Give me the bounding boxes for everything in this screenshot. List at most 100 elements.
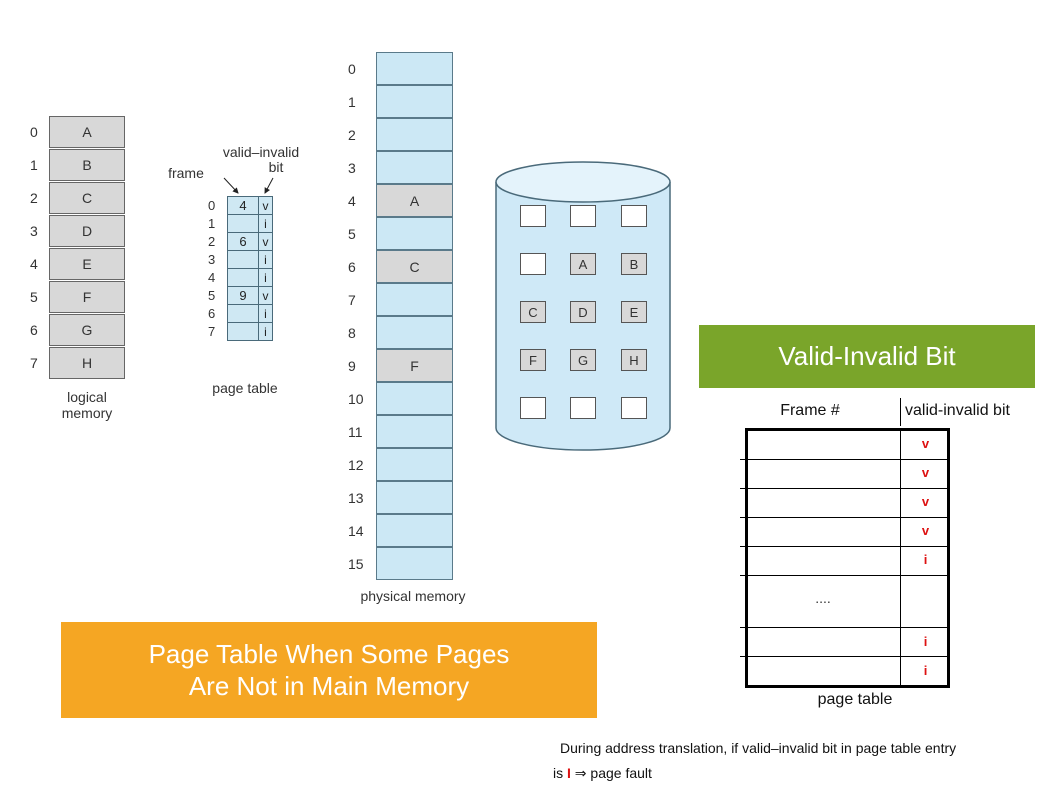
logical-page-index: 3	[30, 223, 38, 239]
physical-frame-cell	[376, 283, 453, 316]
page-table-index: 4	[208, 270, 216, 285]
physical-frame-index: 4	[348, 193, 356, 209]
page-table-row: i	[227, 322, 273, 341]
disk-block	[570, 397, 596, 419]
right-table-row	[745, 547, 950, 576]
disk-block	[570, 205, 596, 227]
logical-page-cell: A	[49, 116, 125, 148]
banner-left-line2: Are Not in Main Memory	[188, 671, 470, 701]
page-table-bit: v	[262, 288, 269, 303]
disk-block	[621, 205, 647, 227]
logical-page-index: 2	[30, 190, 38, 206]
logical-memory-label-line1: logical	[67, 389, 107, 405]
row-tick	[740, 656, 746, 657]
page-table-index: 7	[208, 324, 216, 339]
right-table-bit: v	[921, 523, 930, 538]
physical-frame-cell	[376, 547, 453, 580]
page-table-row: i	[227, 304, 273, 323]
page-table-index: 6	[208, 306, 216, 321]
physical-frame-index: 1	[348, 94, 356, 110]
row-tick	[740, 488, 746, 489]
logical-page-index: 7	[30, 355, 38, 371]
logical-page-index: 5	[30, 289, 38, 305]
page-table-bit: i	[264, 306, 267, 321]
footnote-line1: During address translation, if valid–inv…	[560, 740, 957, 756]
physical-memory-caption: physical memory	[360, 588, 466, 604]
page-table-bit: i	[264, 252, 267, 267]
right-table-row	[745, 431, 950, 460]
physical-frame-index: 15	[348, 556, 364, 572]
valid-invalid-bit-banner: Valid-Invalid Bit	[699, 325, 1035, 388]
disk-block: C	[520, 301, 546, 323]
physical-frame-index: 10	[348, 391, 364, 407]
page-table-frame: 6	[228, 233, 259, 250]
page-table-frame	[228, 323, 259, 340]
page-table-right-caption: page table	[817, 691, 893, 708]
page-table-row: i	[227, 268, 273, 287]
physical-frame-cell	[376, 151, 453, 184]
disk-block: B	[621, 253, 647, 275]
physical-frame-cell	[376, 415, 453, 448]
disk-block	[520, 253, 546, 275]
right-table-bit: v	[921, 465, 930, 480]
physical-frame-cell	[376, 514, 453, 547]
physical-frame-index: 13	[348, 490, 364, 506]
logical-page-cell: F	[49, 281, 125, 313]
page-table-index: 2	[208, 234, 216, 249]
logical-page-index: 0	[30, 124, 38, 140]
logical-page-cell: C	[49, 182, 125, 214]
page-table-bit: i	[264, 270, 267, 285]
row-tick	[740, 575, 746, 576]
physical-frame-cell	[376, 448, 453, 481]
footnote-suffix: page fault	[590, 765, 652, 781]
disk-block	[621, 397, 647, 419]
right-table-row	[745, 460, 950, 489]
physical-frame-cell	[376, 52, 453, 85]
physical-frame-index: 11	[348, 424, 363, 440]
disk-block	[520, 397, 546, 419]
disk-block: G	[570, 349, 596, 371]
page-table-index: 5	[208, 288, 216, 303]
physical-frame-cell	[376, 316, 453, 349]
physical-frame-index: 8	[348, 325, 356, 341]
page-table-bit: v	[262, 198, 269, 213]
row-tick	[740, 459, 746, 460]
disk-block: F	[520, 349, 546, 371]
physical-frame-cell	[376, 217, 453, 250]
right-table-bit: v	[921, 436, 930, 451]
disk-block: H	[621, 349, 647, 371]
logical-page-cell: B	[49, 149, 125, 181]
footnote-highlight: I	[567, 765, 571, 781]
disk-block: A	[570, 253, 596, 275]
physical-frame-index: 7	[348, 292, 356, 308]
header-divider	[900, 398, 901, 426]
page-table-left-caption: page table	[212, 380, 278, 396]
physical-frame-cell: A	[376, 184, 453, 217]
frame-label: frame	[168, 165, 204, 181]
right-table-row	[745, 489, 950, 518]
physical-frame-cell: F	[376, 349, 453, 382]
page-table-row: i	[227, 250, 273, 269]
physical-frame-index: 0	[348, 61, 356, 77]
frame-arrow	[223, 177, 239, 194]
right-table-bit: i	[923, 663, 928, 678]
page-table-title-banner: Page Table When Some Pages Are Not in Ma…	[61, 622, 597, 718]
row-tick	[740, 517, 746, 518]
logical-page-index: 6	[30, 322, 38, 338]
page-table-index: 3	[208, 252, 216, 267]
right-table-row	[745, 628, 950, 657]
physical-frame-index: 5	[348, 226, 356, 242]
row-tick	[740, 627, 746, 628]
physical-frame-index: 14	[348, 523, 364, 539]
page-table-bit: v	[262, 234, 269, 249]
physical-frame-cell	[376, 118, 453, 151]
physical-frame-cell	[376, 382, 453, 415]
logical-page-cell: G	[49, 314, 125, 346]
right-table-row	[745, 518, 950, 547]
logical-page-cell: D	[49, 215, 125, 247]
right-table-bit: i	[923, 552, 928, 567]
